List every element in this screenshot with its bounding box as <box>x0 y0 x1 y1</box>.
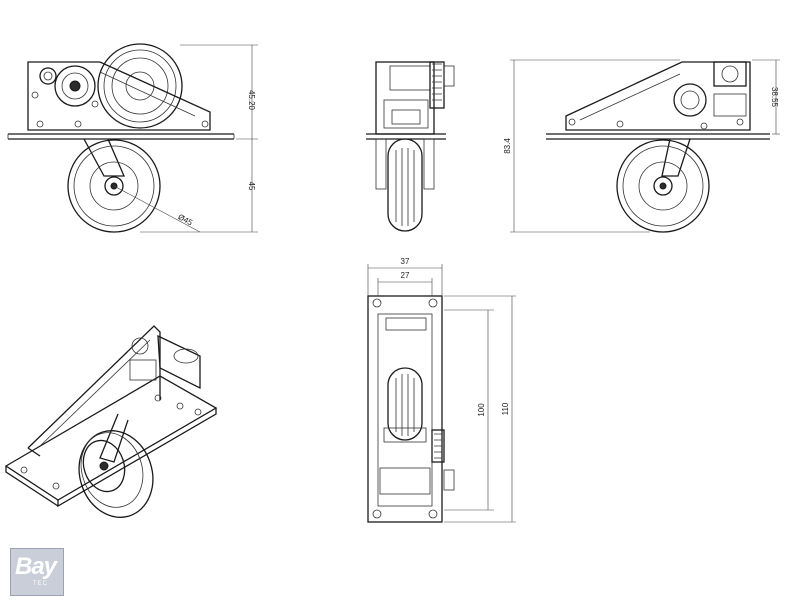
dim-bottom-outer-width: 37 <box>401 257 410 266</box>
baytec-logo: Bay TEC <box>10 548 64 596</box>
front-view: 45.20 45 Ø45 <box>7 43 258 233</box>
logo-word: Bay <box>15 553 57 580</box>
dim-bottom-outer-length: 110 <box>501 402 510 415</box>
side-view-right: 83.4 38.55 <box>503 59 780 233</box>
bottom-view: 37 27 100 110 <box>367 257 516 523</box>
side-view <box>366 61 455 232</box>
isometric-view <box>4 325 218 518</box>
dim-front-top-height: 45.20 <box>247 90 256 111</box>
dim-wheel-diameter: Ø45 <box>176 212 194 227</box>
dim-bottom-inner-length: 100 <box>477 403 486 417</box>
dim-side-top-height: 38.55 <box>770 87 779 108</box>
logo-sub: TEC <box>33 581 48 587</box>
dim-side-total-height: 83.4 <box>503 138 512 154</box>
dim-bottom-inner-width: 27 <box>401 271 410 280</box>
dim-front-wheel-height: 45 <box>247 182 256 191</box>
